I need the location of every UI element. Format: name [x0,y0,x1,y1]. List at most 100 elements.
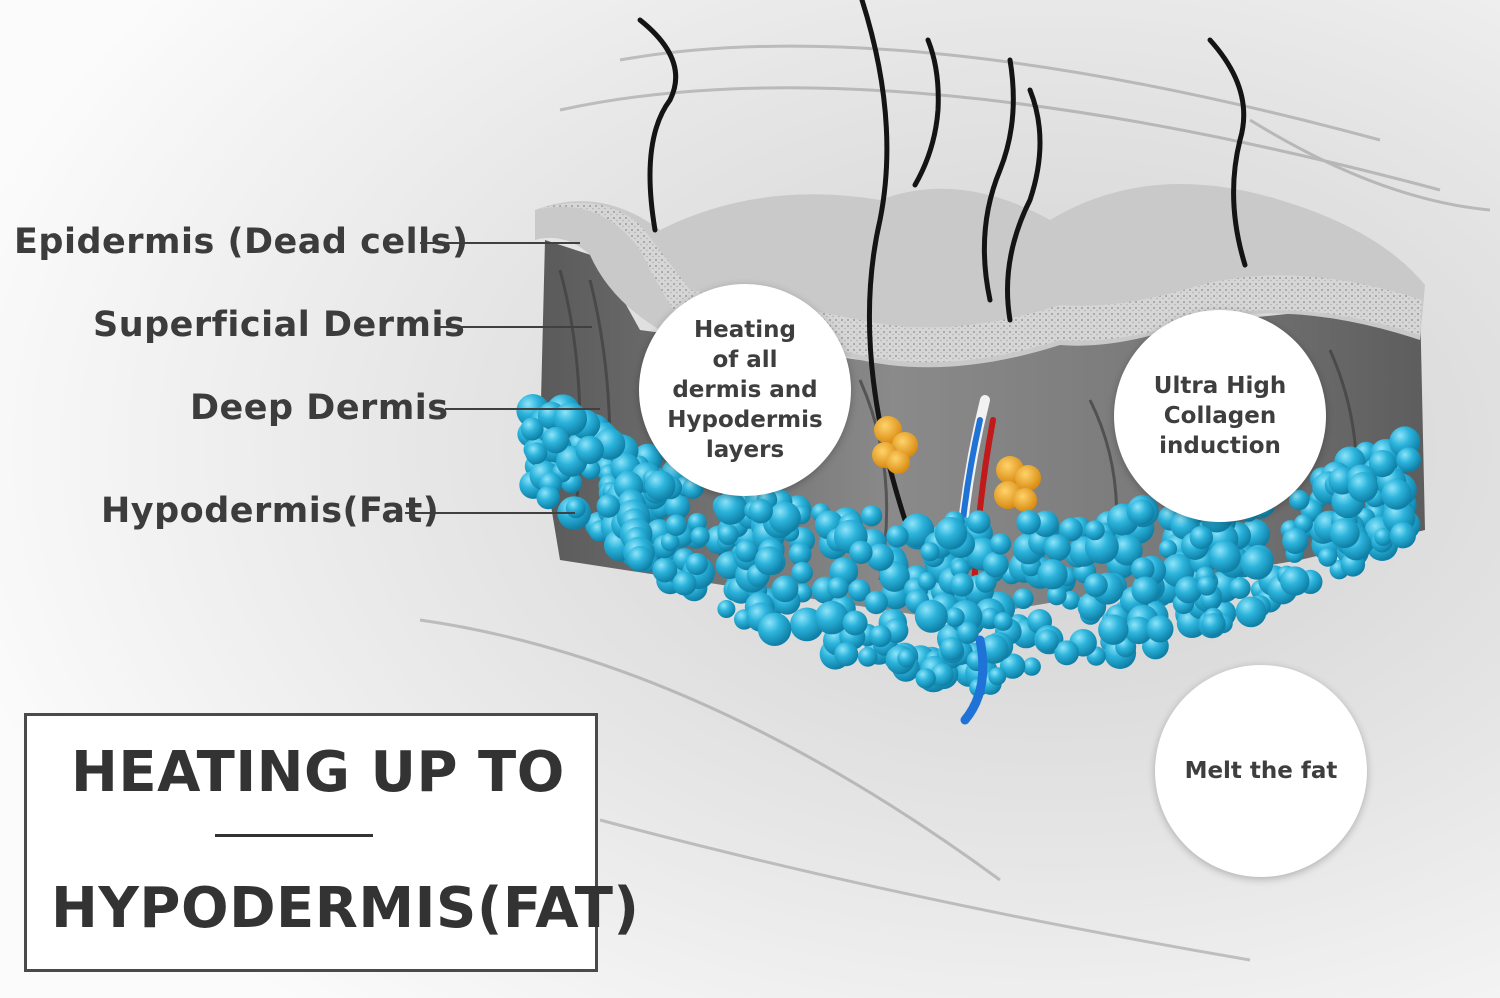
fat-cell [1282,527,1309,555]
fat-cell [1037,559,1068,590]
bubble-heating-text: Heating of all dermis and Hypodermis lay… [667,317,823,463]
title-line-1: HEATING UP TO [71,740,565,805]
fat-cell [1084,520,1105,541]
fat-cell [748,499,773,524]
fat-cell [1158,539,1178,559]
fat-cell [771,575,799,603]
fat-cell [920,542,940,562]
fat-cell [685,552,708,576]
title-line-2: HYPODERMIS(FAT) [51,876,640,941]
fat-cell [914,599,948,633]
fat-cell [967,510,991,534]
fat-cell [717,600,736,618]
fat-cell [714,491,748,525]
fat-cell [542,427,569,454]
fat-cell [1208,540,1241,573]
leader-lines [405,242,600,514]
fat-cell [754,546,784,576]
sebaceous-gland [872,416,1041,512]
fat-cell [520,417,544,441]
fat-cell [1098,614,1129,645]
fat-cell [975,571,997,593]
fat-cell [815,600,849,635]
fat-cell [664,493,691,520]
fat-cell [1318,547,1338,567]
bubble-melt-fat-text: Melt the fat [1184,758,1338,784]
fat-cell [1054,640,1080,666]
fat-cell [1235,596,1267,628]
fat-cell [982,551,1009,578]
fat-cell [1189,525,1214,550]
fat-cell [930,663,954,687]
label-epidermis: Epidermis (Dead cells) [14,222,469,262]
fat-cell [1240,547,1274,580]
fat-cell [1146,615,1174,643]
fat-cell [864,590,888,615]
bubble-melt-fat: Melt the fat [1155,665,1367,877]
label-hypodermis: Hypodermis(Fat) [101,491,440,531]
fat-cell [939,637,964,661]
fat-cell [788,542,812,566]
fat-cell [690,526,710,547]
fat-cell [1059,517,1083,542]
fat-cell [956,621,979,645]
fat-cell [989,533,1012,555]
bubble-collagen: Ultra High Collagen induction [1114,310,1326,522]
fat-cell [536,485,560,510]
fat-cell [1374,528,1393,546]
fat-cell [945,607,965,628]
label-superficial-dermis: Superficial Dermis [93,305,466,345]
fat-cell [1046,585,1067,606]
fat-cell [553,402,588,436]
fat-cell [1012,588,1034,609]
fat-cell [1022,657,1041,676]
fat-cell [1280,566,1310,596]
fat-cell [757,612,792,646]
fat-cell [988,667,1007,686]
fat-cell [1174,576,1203,604]
fat-cell [849,540,873,564]
fat-cell [1347,472,1379,503]
fat-cell [1329,518,1360,549]
fat-cell [1128,499,1155,525]
fat-cell [1036,629,1059,653]
fat-cell [1229,577,1251,599]
fat-cell [565,498,586,519]
fat-cell [627,545,653,572]
fat-cell [950,572,974,597]
fat-cell [886,525,909,548]
fat-cell [834,642,859,667]
fat-cell [917,572,937,591]
fat-cell [1389,522,1416,549]
vein-icon [960,635,988,725]
fat-cell [842,610,868,636]
fat-cell [672,571,697,596]
fat-cell [999,653,1026,679]
fat-cell [768,501,801,534]
fat-cell [827,576,849,599]
bubble-heating: Heating of all dermis and Hypodermis lay… [639,284,851,496]
fat-cell [1131,576,1160,605]
fat-cell [1201,613,1225,637]
fat-cell [665,514,687,536]
fat-cell [596,494,620,518]
fat-cell [1124,616,1153,645]
fat-cell [735,539,758,563]
hypodermis-fat-cells [516,394,1421,697]
fat-cell [1368,450,1397,478]
title-box: HEATING UP TO HYPODERMIS(FAT) [24,713,639,972]
fat-cell [717,524,739,545]
label-deep-dermis: Deep Dermis [190,388,449,428]
bubble-collagen-text: Ultra High Collagen induction [1153,373,1287,459]
fat-cell [1130,557,1155,581]
fat-cell [934,517,968,550]
fat-cell [1381,479,1412,510]
fat-cell [1111,534,1143,566]
fat-cell [1288,489,1310,511]
fat-cell [1196,575,1217,596]
fat-cell [525,442,548,465]
fat-cell [915,668,936,689]
fat-cell [993,612,1013,631]
fat-cell [644,470,676,502]
fat-cell [1084,573,1108,598]
